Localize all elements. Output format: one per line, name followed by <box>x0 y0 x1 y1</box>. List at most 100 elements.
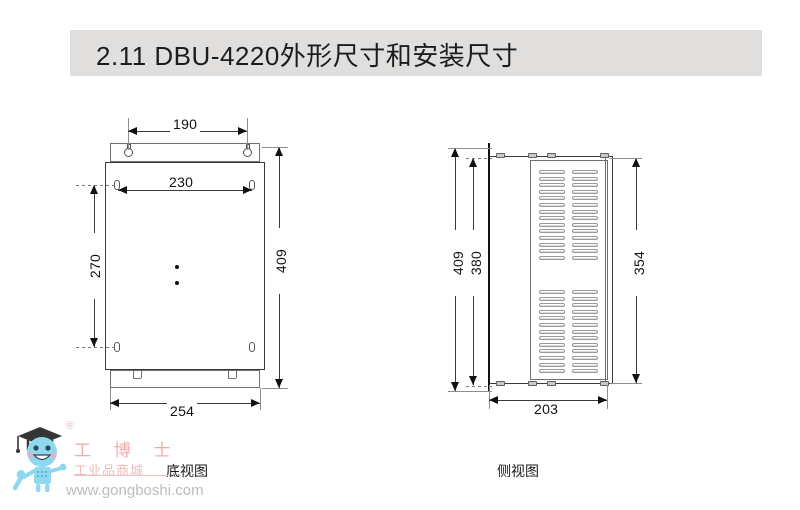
side-right-inner-line <box>605 156 606 384</box>
arrowhead-190-right <box>238 127 247 135</box>
arrowhead-409-bottom <box>275 379 283 388</box>
dimension-203: 203 <box>531 401 562 417</box>
watermark-url: www.gongboshi.com <box>66 482 204 499</box>
ext-380-bottom <box>466 386 492 387</box>
ext-409s-top <box>448 148 492 149</box>
vent-slot <box>539 242 565 247</box>
dimline-203 <box>489 400 607 401</box>
vent-slot <box>539 323 565 327</box>
center-dot-lower <box>175 281 179 285</box>
ext-409s-bottom <box>448 391 492 392</box>
vent-slot <box>572 336 598 341</box>
top-tab-4 <box>600 153 609 158</box>
vent-slot <box>539 369 565 374</box>
ext-380-top <box>466 158 492 159</box>
bottom-tab-1 <box>496 381 505 386</box>
dimension-409-sideview: 409 <box>450 230 466 296</box>
vent-slot <box>572 189 598 194</box>
main-body-outline <box>105 162 265 370</box>
bottom-view-caption: 底视图 <box>166 463 208 479</box>
flange-notch-right-bottom <box>228 378 236 379</box>
vent-slot <box>572 309 598 314</box>
vent-slot <box>572 290 598 294</box>
arrowhead-270-top <box>90 185 98 194</box>
arrowhead-254-left <box>110 399 119 407</box>
vent-slot <box>539 249 565 254</box>
vent-slot <box>572 342 598 347</box>
registered-mark: ® <box>66 420 75 432</box>
flange-notch-right2 <box>236 370 237 378</box>
center-dot-upper <box>175 265 179 269</box>
ext-line-409-top <box>262 147 288 148</box>
arrowhead-380-bottom <box>469 376 477 385</box>
vent-slot <box>572 242 598 247</box>
side-left-edge-thick <box>488 143 490 391</box>
vent-slot <box>539 176 565 181</box>
arrowhead-380-top <box>469 158 477 167</box>
arrowhead-203-left <box>489 396 498 404</box>
section-header-band <box>70 30 762 76</box>
arrowhead-190-left <box>128 127 137 135</box>
arrowhead-354-top <box>632 158 640 167</box>
vent-slot <box>572 255 598 260</box>
vent-slot <box>572 196 598 201</box>
vent-slot <box>572 356 598 360</box>
flange-notch-left2 <box>141 370 142 378</box>
vent-slot <box>539 296 565 301</box>
vent-slot <box>572 369 598 374</box>
ext-354-top <box>610 158 642 159</box>
vent-slot <box>539 316 565 321</box>
vent-slot <box>572 303 598 308</box>
vent-slot <box>539 349 565 354</box>
top-flange <box>110 143 260 162</box>
vent-slot <box>572 209 598 214</box>
dimension-270: 270 <box>87 233 103 299</box>
side-view-caption: 侧视图 <box>497 463 539 479</box>
robot-graduate-icon <box>12 427 67 492</box>
flange-notch-left-bottom <box>133 378 141 379</box>
vent-slot <box>539 303 565 308</box>
bottom-flange <box>110 370 260 388</box>
vent-slot <box>539 222 565 227</box>
vent-slot <box>539 362 565 367</box>
watermark-logo: ® 工 博 士 工业品商城 www.gongboshi.com <box>8 418 208 508</box>
dimension-380: 380 <box>468 230 484 296</box>
vent-slot <box>572 249 598 254</box>
vent-slot <box>572 170 598 174</box>
mounting-hole-upper-right <box>249 180 255 190</box>
bottom-tab-2 <box>528 381 537 386</box>
bottom-tab-4 <box>600 381 609 386</box>
mounting-hole-lower-right <box>249 342 255 352</box>
vent-slot <box>572 296 598 301</box>
vent-slot <box>572 329 598 334</box>
vent-slot <box>572 236 598 240</box>
arrowhead-409-top <box>275 147 283 156</box>
vent-slot <box>539 183 565 188</box>
dimline-230 <box>118 190 252 191</box>
dimension-190: 190 <box>170 116 201 132</box>
arrowhead-230-right <box>243 186 252 194</box>
dimension-409-bottomview: 409 <box>273 228 289 294</box>
vent-slot <box>539 236 565 240</box>
bottom-view-drawing: 190 230 270 409 254 底视图 <box>0 0 330 480</box>
vent-slot <box>539 356 565 360</box>
vent-slot <box>539 336 565 341</box>
top-tab-2 <box>528 153 537 158</box>
ext-354-bottom <box>610 383 642 384</box>
vent-slot <box>539 203 565 207</box>
vent-slot <box>572 323 598 327</box>
vent-slot <box>572 216 598 221</box>
dimension-230: 230 <box>166 174 197 190</box>
ext-line-254-right <box>260 388 261 410</box>
watermark-tagline: 工业品商城 <box>74 463 145 478</box>
arrowhead-354-bottom <box>632 374 640 383</box>
bottom-tab-3 <box>547 381 556 386</box>
vent-slot <box>572 183 598 188</box>
ext-203-right <box>607 385 608 409</box>
vent-slot <box>539 329 565 334</box>
flange-notch-right <box>228 370 229 378</box>
vent-slot <box>539 196 565 201</box>
vent-slot <box>539 216 565 221</box>
ext-line-409-bottom <box>262 388 288 389</box>
